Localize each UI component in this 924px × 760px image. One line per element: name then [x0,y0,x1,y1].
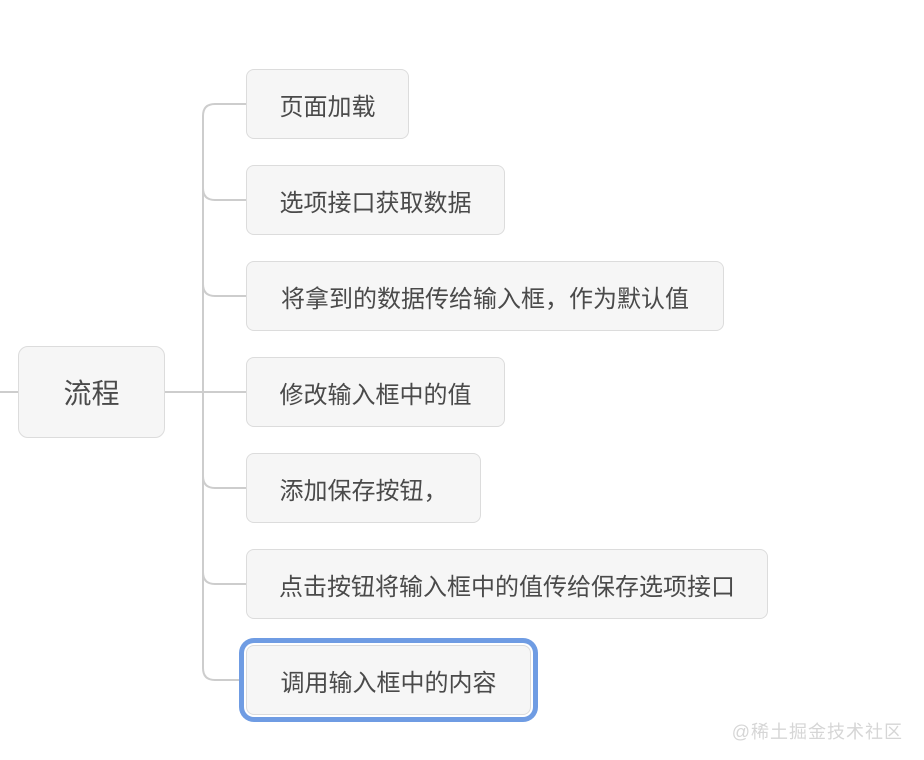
root-node-label: 流程 [63,378,120,409]
watermark-text: @稀土掘金技术社区 [731,722,903,742]
node-label: 修改输入框中的值 [279,381,472,409]
mindmap-root-node[interactable]: 流程 [18,346,165,438]
mindmap-node-pass-default-value[interactable]: 将拿到的数据传给输入框，作为默认值 [246,261,724,331]
node-label: 调用输入框中的内容 [280,669,497,697]
mindmap-node-use-input-content[interactable]: 调用输入框中的内容 [246,645,531,715]
mindmap-node-save-on-click[interactable]: 点击按钮将输入框中的值传给保存选项接口 [246,549,768,619]
node-label: 将拿到的数据传给输入框，作为默认值 [281,285,689,313]
node-label: 选项接口获取数据 [279,189,472,217]
connector-branch-3 [202,283,246,297]
connector-branch-6 [202,571,246,585]
mindmap-node-fetch-options[interactable]: 选项接口获取数据 [246,165,505,235]
node-label: 页面加载 [279,93,376,121]
connector-trunk [202,103,246,681]
node-label: 添加保存按钮， [279,477,448,505]
connector-branch-5 [202,475,246,489]
connector-branch-2 [202,187,246,201]
mindmap-node-modify-input[interactable]: 修改输入框中的值 [246,357,505,427]
mindmap-node-page-load[interactable]: 页面加载 [246,69,409,139]
node-label: 点击按钮将输入框中的值传给保存选项接口 [279,573,735,601]
mindmap-node-add-save-button[interactable]: 添加保存按钮， [246,453,481,523]
